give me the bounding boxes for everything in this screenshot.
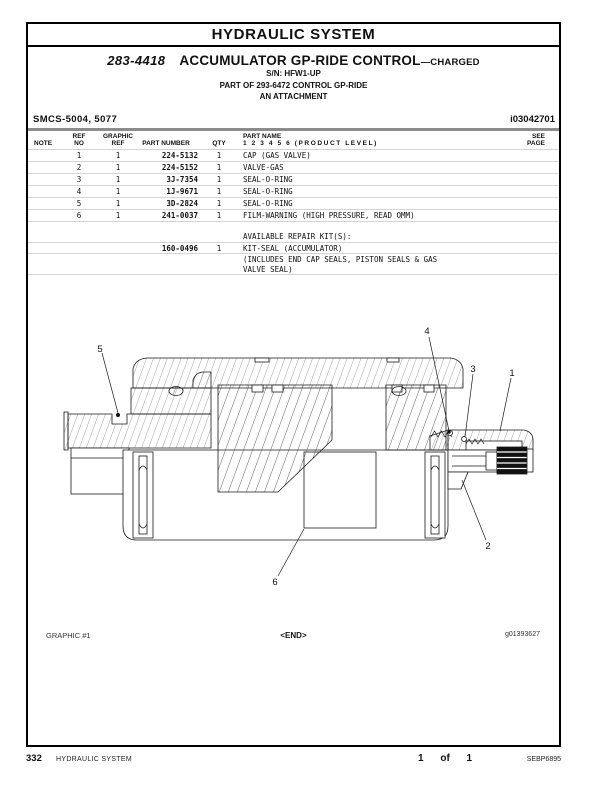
ref-no: 1 — [76, 151, 82, 160]
sheet-count: 1 of 1 — [418, 753, 473, 764]
attachment-note: AN ATTACHMENT — [259, 92, 328, 101]
col-part-name-line1: PART NAME — [243, 132, 282, 140]
callout-5: 5 — [97, 344, 102, 355]
assembly-number: 283-4418 — [107, 53, 166, 68]
accumulator-cross-section-drawing: 1 2 3 4 5 6 — [63, 326, 534, 588]
graphic-caption: GRAPHIC #1 <END> g01393627 — [28, 631, 559, 643]
col-graphic-line2: REF — [111, 139, 125, 147]
callout-leaders — [101, 336, 512, 577]
parent-assembly: PART OF 293-6472 CONTROL GP-RIDE — [219, 80, 368, 90]
assembly-title: ACCUMULATOR GP-RIDE CONTROL—CHARGED — [179, 53, 479, 68]
table-row: 3 1 3J-7354 1 SEAL-O-RING — [28, 174, 559, 186]
assembly-title-suffix: —CHARGED — [420, 57, 480, 68]
part-number: 241-0037 — [161, 211, 198, 220]
col-product-level: 1 2 3 4 5 6 (PRODUCT LEVEL) — [243, 139, 378, 147]
part-name: VALVE-GAS — [243, 163, 284, 172]
section-banner: HYDRAULIC SYSTEM — [28, 24, 559, 47]
table-spacer — [28, 222, 559, 231]
callout-2: 2 — [485, 541, 490, 552]
table-row: 5 1 3D-2824 1 SEAL-O-RING — [28, 198, 559, 210]
graphic-label: GRAPHIC #1 — [46, 631, 91, 640]
graphic-ref: 1 — [115, 175, 121, 184]
graphic-ref: 1 — [115, 163, 121, 172]
part-number: 160-0496 — [161, 244, 198, 253]
end-marker: <END> — [280, 631, 307, 640]
callout-6: 6 — [272, 577, 277, 588]
divider-rule — [28, 127, 559, 131]
part-number: 224-5132 — [161, 151, 198, 160]
ref-no: 6 — [76, 211, 82, 220]
part-name: FILM-WARNING (HIGH PRESSURE, READ OMM) — [243, 211, 415, 220]
table-row: 2 1 224-5152 1 VALVE-GAS — [28, 162, 559, 174]
assembly-title-text: ACCUMULATOR GP-RIDE CONTROL — [179, 53, 421, 68]
part-name: SEAL-O-RING — [243, 199, 293, 208]
assembly-headline: 283-4418 ACCUMULATOR GP-RIDE CONTROL—CHA… — [28, 53, 559, 68]
drawing-geometry — [63, 357, 534, 541]
qty: 1 — [216, 187, 222, 196]
col-ref-line2: NO — [74, 139, 84, 147]
col-see-line1: SEE — [531, 132, 545, 140]
repair-kit-note-row: VALVE SEAL) — [28, 264, 559, 275]
table-row: 1 1 224-5132 1 CAP (GAS VALVE) — [28, 150, 559, 162]
qty: 1 — [216, 244, 222, 253]
part-name: KIT-SEAL (ACCUMULATOR) — [243, 244, 343, 253]
repair-kit-row: 160-0496 1 KIT-SEAL (ACCUMULATOR) — [28, 243, 559, 254]
repair-kit-note-row: (INCLUDES END CAP SEALS, PISTON SEALS & … — [28, 254, 559, 264]
table-row: 6 1 241-0037 1 FILM-WARNING (HIGH PRESSU… — [28, 210, 559, 222]
callout-4: 4 — [424, 326, 429, 337]
ref-no: 2 — [76, 163, 82, 172]
qty: 1 — [216, 163, 222, 172]
qty: 1 — [216, 199, 222, 208]
col-qty: QTY — [212, 139, 226, 147]
qty: 1 — [216, 175, 222, 184]
part-number: 3J-7354 — [166, 175, 198, 184]
qty: 1 — [216, 211, 222, 220]
ref-no: 3 — [76, 175, 82, 184]
col-note: NOTE — [34, 139, 53, 147]
media-id: i03042701 — [510, 113, 555, 125]
smcs-code: SMCS-5004, 5077 — [33, 113, 118, 125]
col-see-line2: PAGE — [527, 139, 545, 147]
callout-1: 1 — [509, 368, 514, 379]
col-ref-line1: REF — [72, 132, 86, 140]
repair-kit-heading-row: AVAILABLE REPAIR KIT(S): — [28, 231, 559, 243]
qty: 1 — [216, 151, 222, 160]
graphic-ref: 1 — [115, 187, 121, 196]
footer-section-title: HYDRAULIC SYSTEM — [56, 756, 132, 763]
part-name: SEAL-O-RING — [243, 175, 293, 184]
graphic-ref: 1 — [115, 151, 121, 160]
page-number: 332 — [26, 753, 42, 764]
callout-labels: 1 2 3 4 5 6 — [97, 326, 514, 588]
col-part-number: PART NUMBER — [142, 139, 190, 147]
manual-code: SEBP6895 — [526, 756, 561, 763]
smcs-row: SMCS-5004, 5077 i03042701 — [28, 114, 559, 126]
callout-3: 3 — [470, 364, 475, 375]
part-number: 1J-9671 — [166, 187, 198, 196]
col-graphic-line1: GRAPHIC — [103, 132, 133, 140]
part-name: CAP (GAS VALVE) — [243, 151, 311, 160]
graphic-id: g01393627 — [504, 631, 540, 638]
part-number: 224-5152 — [161, 163, 198, 172]
page-border: HYDRAULIC SYSTEM 283-4418 ACCUMULATOR GP… — [26, 22, 561, 747]
repair-kit-note: VALVE SEAL) — [243, 265, 293, 274]
graphic-ref: 1 — [115, 199, 121, 208]
ref-no: 4 — [76, 187, 82, 196]
table-row: 4 1 1J-9671 1 SEAL-O-RING — [28, 186, 559, 198]
part-number: 3D-2824 — [166, 199, 198, 208]
graphic-ref: 1 — [115, 211, 121, 220]
ref-no: 5 — [76, 199, 82, 208]
repair-kit-heading: AVAILABLE REPAIR KIT(S): — [243, 232, 352, 241]
serial-range: S/N: HFW1-UP — [266, 69, 321, 78]
section-banner-title: HYDRAULIC SYSTEM — [211, 26, 376, 43]
page-footer: 332 HYDRAULIC SYSTEM 1 of 1 SEBP6895 — [26, 753, 561, 767]
part-name: SEAL-O-RING — [243, 187, 293, 196]
repair-kit-note: (INCLUDES END CAP SEALS, PISTON SEALS & … — [243, 255, 438, 264]
